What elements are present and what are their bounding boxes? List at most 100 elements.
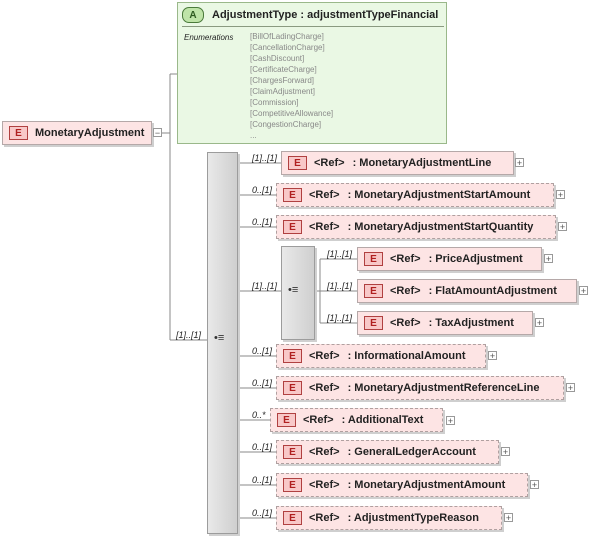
child-cardinality: [1]..[1] — [327, 281, 353, 291]
choice-icon: •≡ — [288, 284, 299, 296]
expand-icon[interactable]: + — [579, 286, 588, 296]
expand-icon[interactable]: + — [566, 383, 575, 393]
child-element-general-ledger-account[interactable]: E <Ref> : GeneralLedgerAccount — [276, 440, 499, 464]
element-badge-icon: E — [283, 220, 302, 234]
child-element-tax-adjustment[interactable]: E <Ref> : TaxAdjustment — [357, 311, 533, 335]
child-element-name: : FlatAmountAdjustment — [428, 285, 557, 297]
collapse-icon[interactable]: − — [153, 128, 162, 138]
expand-icon[interactable]: + — [558, 222, 567, 232]
sequence-compositor[interactable] — [207, 152, 238, 534]
element-badge-icon: E — [283, 478, 302, 492]
enum-item: [ClaimAdjustment] — [250, 87, 315, 96]
ref-label: <Ref> — [314, 157, 345, 169]
element-badge-icon: E — [283, 445, 302, 459]
child-element-name: : AdditionalText — [341, 414, 424, 426]
enumeration-list: [BillOfLadingCharge] [CancellationCharge… — [250, 31, 333, 141]
sequence-icon: •≡ — [214, 332, 225, 344]
child-element-start-quantity[interactable]: E <Ref> : MonetaryAdjustmentStartQuantit… — [276, 215, 556, 239]
child-element-reference-line[interactable]: E <Ref> : MonetaryAdjustmentReferenceLin… — [276, 376, 564, 400]
sequence-cardinality: [1]..[1] — [176, 330, 202, 340]
child-element-additional-text[interactable]: E <Ref> : AdditionalText — [270, 408, 443, 432]
child-cardinality: 0..* — [252, 410, 266, 420]
child-element-name: : MonetaryAdjustmentLine — [352, 157, 492, 169]
child-element-name: : InformationalAmount — [347, 350, 466, 362]
expand-icon[interactable]: + — [556, 190, 565, 200]
child-cardinality: 0..[1] — [252, 185, 273, 195]
expand-icon[interactable]: + — [504, 513, 513, 523]
attribute-badge-icon: A — [182, 7, 204, 23]
type-title: AdjustmentType : adjustmentTypeFinancial — [212, 9, 439, 21]
ref-label: <Ref> — [309, 382, 340, 394]
child-element-informational-amount[interactable]: E <Ref> : InformationalAmount — [276, 344, 486, 368]
expand-icon[interactable]: + — [515, 158, 524, 168]
expand-icon[interactable]: + — [501, 447, 510, 457]
enum-item: ... — [250, 131, 257, 140]
expand-icon[interactable]: + — [544, 254, 553, 264]
enum-item: [Commission] — [250, 98, 299, 107]
child-cardinality: 0..[1] — [252, 442, 273, 452]
enumerations-label: Enumerations — [184, 33, 234, 42]
child-element-start-amount[interactable]: E <Ref> : MonetaryAdjustmentStartAmount — [276, 183, 554, 207]
child-cardinality: 0..[1] — [252, 346, 273, 356]
enum-item: [CertificateCharge] — [250, 65, 317, 74]
type-header: A AdjustmentType : adjustmentTypeFinanci… — [182, 7, 438, 23]
element-badge-icon: E — [283, 188, 302, 202]
child-element-name: : MonetaryAdjustmentAmount — [347, 479, 506, 491]
element-badge-icon: E — [288, 156, 307, 170]
child-element-name: : MonetaryAdjustmentStartAmount — [347, 189, 531, 201]
child-element-adjustment-type-reason[interactable]: E <Ref> : AdjustmentTypeReason — [276, 506, 502, 530]
element-badge-icon: E — [9, 126, 28, 140]
enum-item: [CongestionCharge] — [250, 120, 322, 129]
child-element-name: : PriceAdjustment — [428, 253, 523, 265]
child-element-name: : TaxAdjustment — [428, 317, 514, 329]
ref-label: <Ref> — [390, 285, 421, 297]
element-badge-icon: E — [283, 511, 302, 525]
type-divider — [182, 26, 444, 27]
child-element-name: : MonetaryAdjustmentReferenceLine — [347, 382, 540, 394]
element-badge-icon: E — [277, 413, 296, 427]
expand-icon[interactable]: + — [530, 480, 539, 490]
ref-label: <Ref> — [309, 221, 340, 233]
child-element-name: : MonetaryAdjustmentStartQuantity — [347, 221, 534, 233]
root-element[interactable]: E MonetaryAdjustment — [2, 121, 152, 145]
child-cardinality: 0..[1] — [252, 508, 273, 518]
child-element-name: : GeneralLedgerAccount — [347, 446, 476, 458]
ref-label: <Ref> — [390, 317, 421, 329]
enum-item: [CashDiscount] — [250, 54, 305, 63]
child-element-flat-amount-adjustment[interactable]: E <Ref> : FlatAmountAdjustment — [357, 279, 577, 303]
enum-item: [CompetitiveAllowance] — [250, 109, 334, 118]
child-element-monetary-adjustment-amount[interactable]: E <Ref> : MonetaryAdjustmentAmount — [276, 473, 528, 497]
enum-item: [ChargesForward] — [250, 76, 315, 85]
enum-item: [CancellationCharge] — [250, 43, 325, 52]
child-cardinality: 0..[1] — [252, 378, 273, 388]
expand-icon[interactable]: + — [446, 416, 455, 426]
ref-label: <Ref> — [309, 512, 340, 524]
ref-label: <Ref> — [303, 414, 334, 426]
expand-icon[interactable]: + — [535, 318, 544, 328]
element-badge-icon: E — [364, 316, 383, 330]
element-badge-icon: E — [364, 252, 383, 266]
child-cardinality: 0..[1] — [252, 217, 273, 227]
choice-compositor[interactable] — [281, 246, 315, 340]
ref-label: <Ref> — [309, 479, 340, 491]
child-element-name: : AdjustmentTypeReason — [347, 512, 479, 524]
adjustment-type-box: A AdjustmentType : adjustmentTypeFinanci… — [177, 2, 447, 144]
child-cardinality: 0..[1] — [252, 475, 273, 485]
ref-label: <Ref> — [309, 350, 340, 362]
ref-label: <Ref> — [309, 189, 340, 201]
element-badge-icon: E — [283, 349, 302, 363]
expand-icon[interactable]: + — [488, 351, 497, 361]
choice-cardinality: [1]..[1] — [252, 281, 278, 291]
element-badge-icon: E — [283, 381, 302, 395]
child-element-monetary-adjustment-line[interactable]: E <Ref> : MonetaryAdjustmentLine — [281, 151, 514, 175]
child-cardinality: [1]..[1] — [252, 153, 278, 163]
element-badge-icon: E — [364, 284, 383, 298]
ref-label: <Ref> — [390, 253, 421, 265]
ref-label: <Ref> — [309, 446, 340, 458]
child-cardinality: [1]..[1] — [327, 249, 353, 259]
enum-item: [BillOfLadingCharge] — [250, 32, 324, 41]
child-cardinality: [1]..[1] — [327, 313, 353, 323]
child-element-price-adjustment[interactable]: E <Ref> : PriceAdjustment — [357, 247, 542, 271]
root-element-name: MonetaryAdjustment — [35, 127, 145, 139]
